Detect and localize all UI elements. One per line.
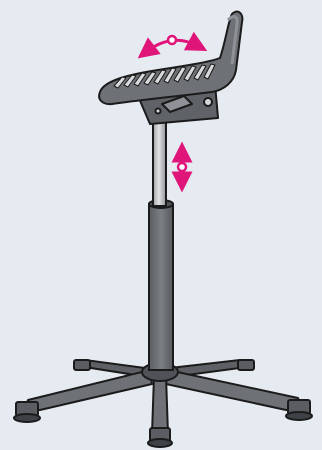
base-leg-front-right [166,370,302,410]
height-arrow-icon [178,152,186,182]
gas-lift [153,118,166,206]
saddle-shell [99,12,242,105]
lower-column [149,200,173,370]
star-base [24,360,302,434]
glide-back-left [74,360,90,370]
saddle-seat [99,12,242,105]
mechanism-pin [156,109,161,114]
glide-back-right [238,360,254,370]
glide-right-foot [286,412,312,420]
tilt-arrow-icon [146,36,198,52]
glide-left-foot [14,414,40,422]
base-leg-front-center [152,376,168,434]
column-tube [149,204,173,370]
glide-front-foot [148,439,172,447]
mechanism-bolt [204,98,212,106]
base-leg-front-left [24,370,152,410]
